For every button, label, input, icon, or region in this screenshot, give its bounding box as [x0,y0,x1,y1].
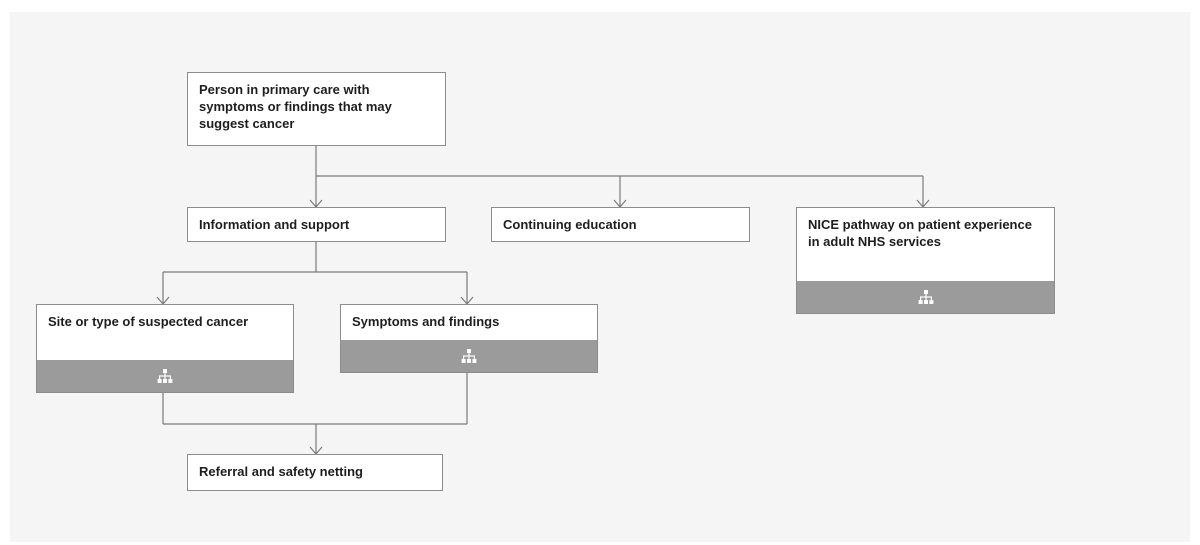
hierarchy-icon [461,349,477,363]
node-root-label: Person in primary care with symptoms or … [199,82,392,131]
hierarchy-icon [918,290,933,304]
subpathway-bar-symptoms[interactable] [341,340,597,372]
node-site-or-type-label: Site or type of suspected cancer [48,314,249,329]
node-continuing-education[interactable]: Continuing education [491,207,750,242]
node-continuing-education-label: Continuing education [503,217,637,232]
node-site-or-type[interactable]: Site or type of suspected cancer [36,304,294,393]
node-information-support-label: Information and support [199,217,350,232]
node-referral-safety-label: Referral and safety netting [199,464,363,479]
node-nice-pathway-label: NICE pathway on patient experience in ad… [808,217,1032,249]
node-nice-pathway[interactable]: NICE pathway on patient experience in ad… [796,207,1055,314]
node-information-support[interactable]: Information and support [187,207,446,242]
subpathway-bar-nice[interactable] [797,281,1054,313]
node-symptoms-findings-label: Symptoms and findings [352,314,500,329]
node-referral-safety[interactable]: Referral and safety netting [187,454,443,491]
node-root[interactable]: Person in primary care with symptoms or … [187,72,446,146]
hierarchy-icon [157,369,173,383]
node-symptoms-findings[interactable]: Symptoms and findings [340,304,598,373]
subpathway-bar-site[interactable] [37,360,293,392]
